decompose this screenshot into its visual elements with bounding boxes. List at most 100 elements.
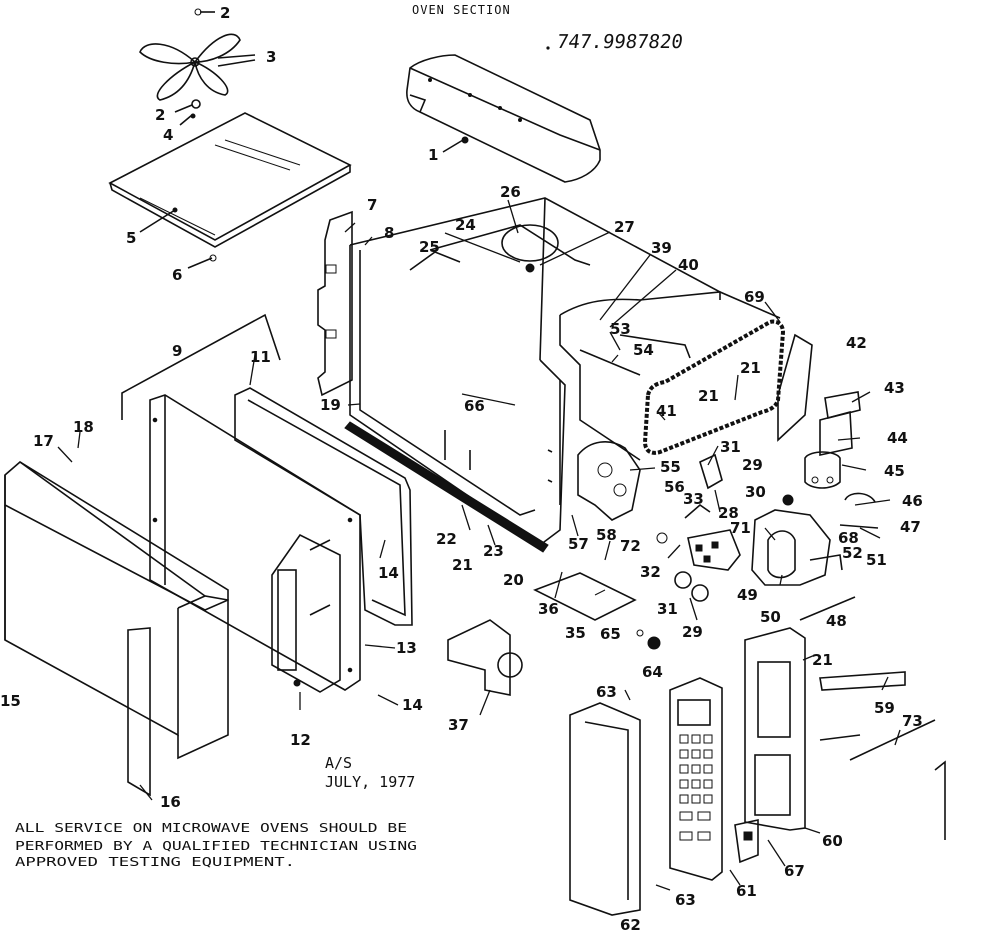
- callout-42: 42: [846, 334, 867, 352]
- callout-28: 28: [718, 504, 739, 522]
- waveguide-housing-part: [559, 291, 781, 461]
- callout-9: 9: [172, 342, 182, 360]
- callout-5: 5: [126, 229, 136, 247]
- callout-72: 72: [620, 537, 641, 555]
- callout-18: 18: [73, 418, 94, 436]
- callout-33: 33: [683, 490, 704, 508]
- callout-13: 13: [396, 639, 417, 657]
- stamp-line-1: A/S: [325, 754, 352, 772]
- callout-29: 29: [682, 623, 703, 641]
- callout-50: 50: [760, 608, 781, 626]
- callout-59: 59: [874, 699, 895, 717]
- callout-46: 46: [902, 492, 923, 510]
- callout-32: 32: [640, 563, 661, 581]
- door-seal-strip: [344, 421, 549, 553]
- model-number-dot: [546, 46, 550, 50]
- leader-lines: [57, 199, 901, 891]
- callout-66: 66: [464, 397, 485, 415]
- callout-21: 21: [698, 387, 719, 405]
- callout-22: 22: [436, 530, 457, 548]
- callout-14: 14: [402, 696, 423, 714]
- callout-51: 51: [866, 551, 887, 569]
- callout-31: 31: [657, 600, 678, 618]
- service-notice-line-2: PERFORMED BY A QUALIFIED TECHNICIAN USIN…: [15, 839, 417, 853]
- callout-26: 26: [500, 183, 521, 201]
- part-callouts: 1 2 2 3 4 5 6 7 8 9 11 12 13 14 14 15 16…: [0, 4, 923, 934]
- stirrer-plate-part: [533, 572, 637, 621]
- callout-40: 40: [678, 256, 699, 274]
- callout-63: 63: [675, 891, 696, 909]
- thermal-part: [804, 391, 861, 489]
- callout-63: 63: [596, 683, 617, 701]
- callout-6: 6: [172, 266, 182, 284]
- service-notice-line-3: APPROVED TESTING EQUIPMENT.: [15, 855, 295, 869]
- interlock-switch-cluster: [577, 441, 741, 602]
- door-handle-strip: [127, 627, 151, 797]
- callout-31: 31: [720, 438, 741, 456]
- callout-27: 27: [614, 218, 635, 236]
- service-notice-line-1: ALL SERVICE ON MICROWAVE OVENS SHOULD BE: [15, 821, 407, 835]
- callout-30: 30: [745, 483, 766, 501]
- callout-1: 1: [428, 146, 438, 164]
- callout-57: 57: [568, 535, 589, 553]
- callout-20: 20: [503, 571, 524, 589]
- callout-39: 39: [651, 239, 672, 257]
- callout-37: 37: [448, 716, 469, 734]
- callout-60: 60: [822, 832, 843, 850]
- callout-61: 61: [736, 882, 757, 900]
- callout-12: 12: [290, 731, 311, 749]
- callout-48: 48: [826, 612, 847, 630]
- callout-21: 21: [452, 556, 473, 574]
- callout-15: 15: [0, 692, 21, 710]
- callout-24: 24: [455, 216, 476, 234]
- callout-7: 7: [367, 196, 377, 214]
- callout-43: 43: [884, 379, 905, 397]
- callout-36: 36: [538, 600, 559, 618]
- rear-bracket-part: [819, 671, 906, 691]
- callout-2: 2: [220, 4, 230, 22]
- control-panel-frame: [744, 627, 806, 831]
- bottom-bracket-part: [447, 619, 523, 696]
- door-window-frame: [234, 387, 413, 626]
- control-panel-cover: [569, 702, 641, 916]
- callout-4: 4: [163, 126, 173, 144]
- door-choke-frame: [149, 394, 361, 691]
- callout-54: 54: [633, 341, 654, 359]
- callout-23: 23: [483, 542, 504, 560]
- door-latch-plate: [271, 533, 341, 693]
- callout-65: 65: [600, 625, 621, 643]
- callout-19: 19: [320, 396, 341, 414]
- callout-29: 29: [742, 456, 763, 474]
- callout-56: 56: [664, 478, 685, 496]
- callout-64: 64: [642, 663, 663, 681]
- callout-16: 16: [160, 793, 181, 811]
- fan-blade-part: [139, 33, 241, 101]
- keypad-panel: [669, 677, 723, 881]
- callout-69: 69: [744, 288, 765, 306]
- callout-21: 21: [740, 359, 761, 377]
- stamp-line-2: JULY, 1977: [325, 773, 415, 791]
- callout-8: 8: [384, 224, 394, 242]
- callout-49: 49: [737, 586, 758, 604]
- callout-17: 17: [33, 432, 54, 450]
- callout-68: 68: [838, 529, 859, 547]
- callout-62: 62: [620, 916, 641, 934]
- door-outer-panel: [4, 461, 229, 760]
- model-number: 747.9987820: [556, 30, 685, 53]
- callout-67: 67: [784, 862, 805, 880]
- callout-35: 35: [565, 624, 586, 642]
- callout-53: 53: [610, 320, 631, 338]
- side-bracket-part: [317, 210, 353, 397]
- callout-3: 3: [266, 48, 276, 66]
- callout-58: 58: [596, 526, 617, 544]
- callout-44: 44: [887, 429, 908, 447]
- callout-14: 14: [378, 564, 399, 582]
- callout-52: 52: [842, 544, 863, 562]
- callout-45: 45: [884, 462, 905, 480]
- callout-41: 41: [656, 402, 677, 420]
- choke-bracket-part: [777, 333, 813, 442]
- callout-55: 55: [660, 458, 681, 476]
- base-plate-part: [108, 112, 352, 248]
- callout-47: 47: [900, 518, 921, 536]
